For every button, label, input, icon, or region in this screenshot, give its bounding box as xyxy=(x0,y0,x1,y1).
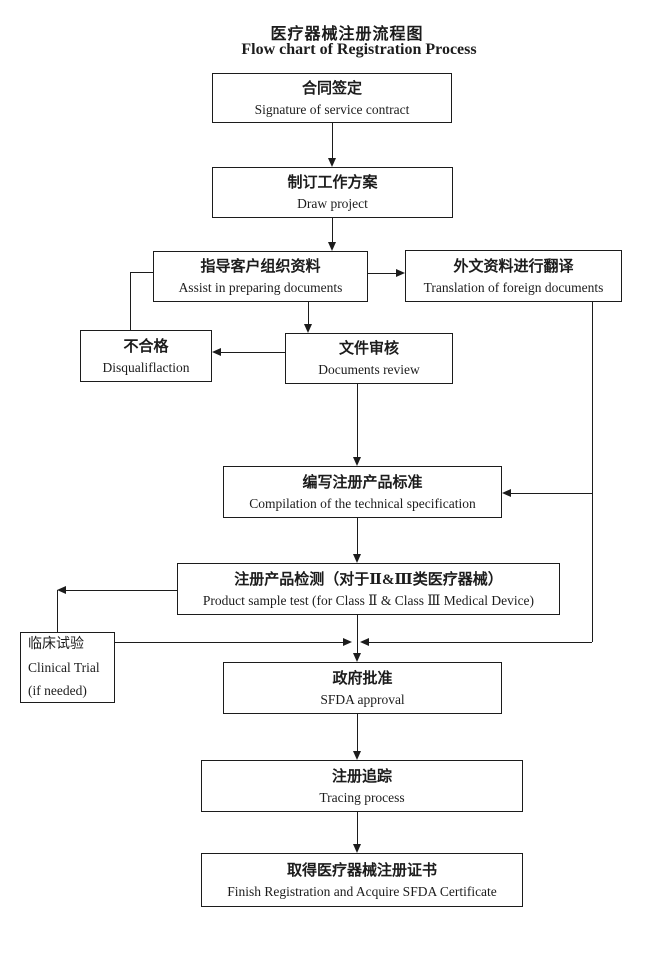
arrowhead-assist-translation xyxy=(396,269,405,277)
node-disqualification-label-en: Disqualiflaction xyxy=(102,359,190,375)
arrowhead-test-clinical xyxy=(57,586,66,594)
connector-test-clinical-vline xyxy=(57,590,58,632)
node-sfda-label-en: SFDA approval xyxy=(320,691,405,707)
node-draw-project: 制订工作方案 Draw project xyxy=(212,167,453,218)
arrowhead-test-sfda xyxy=(353,653,361,662)
node-clinical-label-note: (if needed) xyxy=(28,683,87,698)
arrowhead-compilation-test xyxy=(353,554,361,563)
connector-test-clinical-hline xyxy=(66,590,177,591)
node-product-test: 注册产品检测（对于Ⅱ&Ⅲ类医疗器械） Product sample test (… xyxy=(177,563,560,615)
node-draw-project-label-en: Draw project xyxy=(297,196,368,211)
connector-test-sfda-line xyxy=(357,615,358,655)
connector-translation-compilation-line xyxy=(511,493,592,494)
node-assist-label-en: Assist in preparing documents xyxy=(178,280,343,295)
connector-review-compilation-line xyxy=(357,384,358,459)
node-documents-review-label-cn: 文件审核 xyxy=(338,341,399,357)
page-title-cn: 医疗器械注册流程图 xyxy=(270,26,424,43)
node-product-test-label-en: Product sample test (for Class Ⅱ & Class… xyxy=(202,592,535,608)
node-sfda-approval: 政府批准 SFDA approval xyxy=(223,662,502,714)
arrowhead-rightline-junction xyxy=(360,638,369,646)
arrowhead-review-compilation xyxy=(353,457,361,466)
connector-translation-drop-line xyxy=(592,302,593,642)
connector-compilation-test-line xyxy=(357,518,358,556)
connector-review-disqualification-line xyxy=(221,352,285,353)
node-contract-label-cn: 合同签定 xyxy=(301,80,362,97)
connector-assist-translation-line xyxy=(368,273,397,274)
node-disqualification: 不合格 Disqualiflaction xyxy=(80,330,212,382)
node-translation-label-cn: 外文资料进行翻译 xyxy=(453,258,574,275)
node-tracing-label-cn: 注册追踪 xyxy=(331,768,392,785)
node-contract-label-en: Signature of service contract xyxy=(254,101,410,117)
connector-disqualification-assist-vline xyxy=(130,272,131,330)
node-certificate: 取得医疗器械注册证书 Finish Registration and Acqui… xyxy=(201,853,523,907)
node-documents-review: 文件审核 Documents review xyxy=(285,333,453,384)
node-assist-label-cn: 指导客户组织资料 xyxy=(200,259,321,275)
node-assist-documents: 指导客户组织资料 Assist in preparing documents xyxy=(153,251,368,302)
node-translation-label-en: Translation of foreign documents xyxy=(423,279,604,295)
node-compilation-label-cn: 编写注册产品标准 xyxy=(302,474,423,491)
page-title-en: Flow chart of Registration Process xyxy=(241,41,477,58)
node-compilation: 编写注册产品标准 Compilation of the technical sp… xyxy=(223,466,502,518)
connector-sfda-tracing-line xyxy=(357,714,358,754)
connector-contract-drawproject-line xyxy=(332,123,333,159)
node-compilation-label-en: Compilation of the technical specificati… xyxy=(249,495,476,511)
node-certificate-label-cn: 取得医疗器械注册证书 xyxy=(286,862,437,879)
node-clinical-trial: 临床试验 Clinical Trial (if needed) xyxy=(20,632,115,703)
node-tracing: 注册追踪 Tracing process xyxy=(201,760,523,812)
node-draw-project-label-cn: 制订工作方案 xyxy=(287,175,378,191)
arrowhead-clinical-junction xyxy=(343,638,352,646)
connector-clinical-junction-line xyxy=(115,642,344,643)
connector-disqualification-assist-hline xyxy=(130,272,153,273)
arrowhead-review-disqualification xyxy=(212,348,221,356)
node-clinical-label-en: Clinical Trial xyxy=(28,660,100,675)
arrowhead-assist-review xyxy=(304,324,312,333)
arrowhead-drawproject-assist xyxy=(328,242,336,251)
node-sfda-label-cn: 政府批准 xyxy=(332,670,393,687)
node-product-test-label-cn: 注册产品检测（对于Ⅱ&Ⅲ类医疗器械） xyxy=(234,571,503,588)
arrowhead-tracing-certificate xyxy=(353,844,361,853)
arrowhead-contract-drawproject xyxy=(328,158,336,167)
connector-tracing-certificate-line xyxy=(357,812,358,847)
node-contract: 合同签定 Signature of service contract xyxy=(212,73,452,123)
connector-drawproject-assist-line xyxy=(332,218,333,244)
node-documents-review-label-en: Documents review xyxy=(318,362,420,377)
node-disqualification-label-cn: 不合格 xyxy=(123,338,169,355)
arrowhead-sfda-tracing xyxy=(353,751,361,760)
connector-assist-review-line xyxy=(308,302,309,326)
node-translation: 外文资料进行翻译 Translation of foreign document… xyxy=(405,250,622,302)
node-certificate-label-en: Finish Registration and Acquire SFDA Cer… xyxy=(227,883,497,899)
node-clinical-label-cn: 临床试验 xyxy=(28,637,84,652)
arrowhead-translation-compilation xyxy=(502,489,511,497)
node-tracing-label-en: Tracing process xyxy=(319,789,405,805)
connector-rightline-junction-line xyxy=(368,642,592,643)
